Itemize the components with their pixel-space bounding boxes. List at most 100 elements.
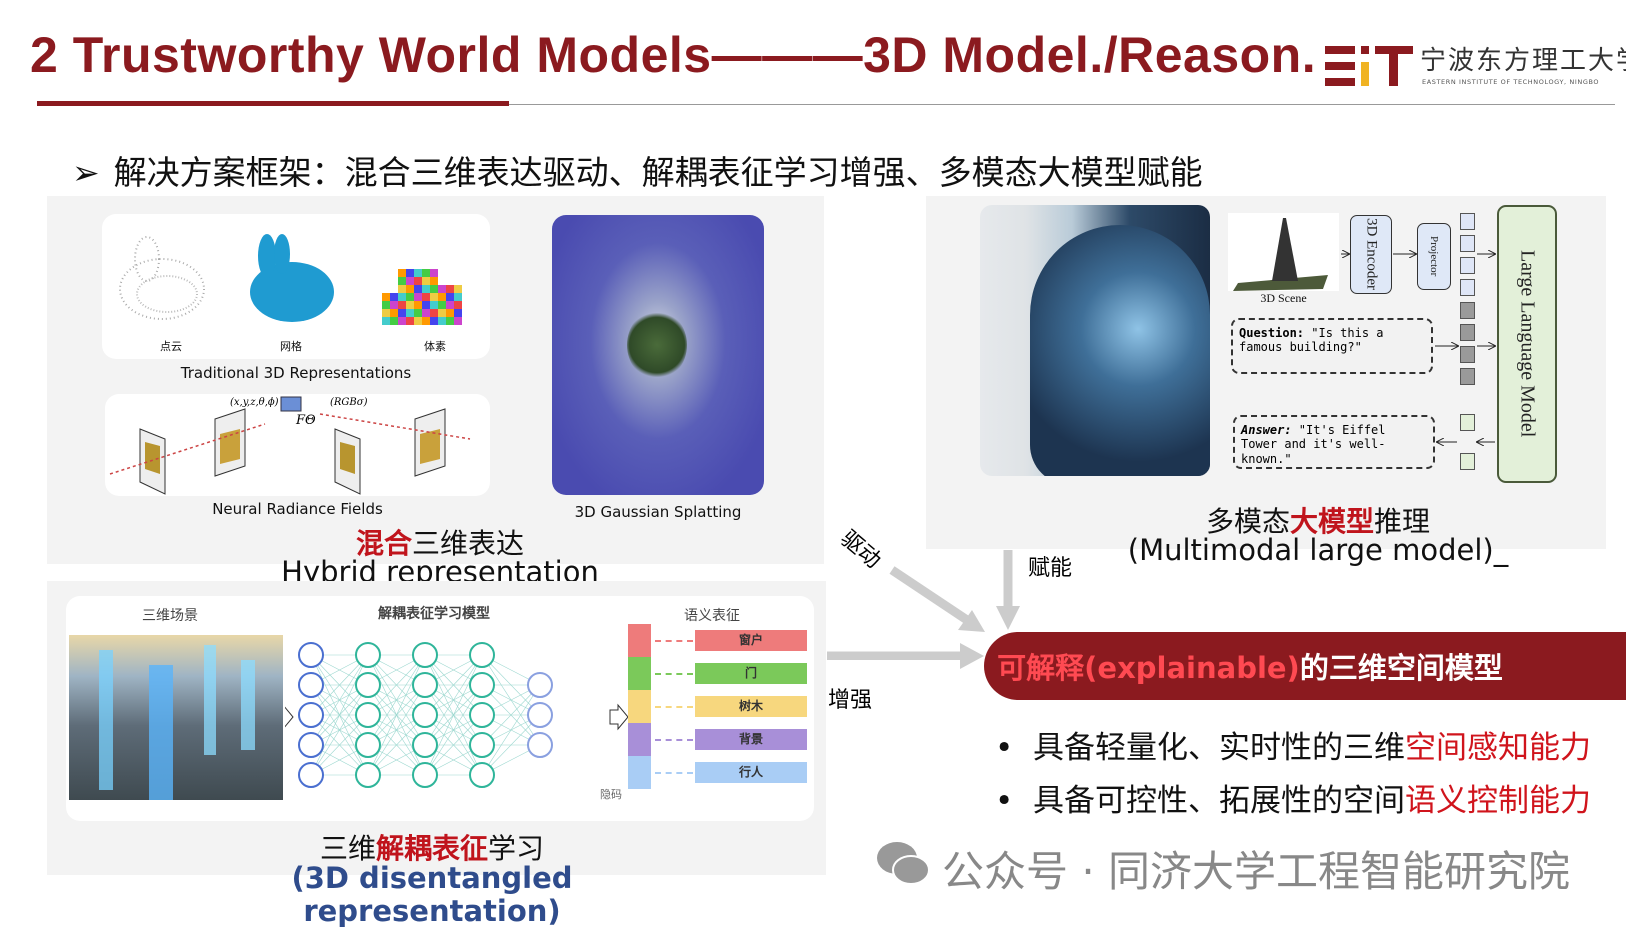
class-connector [655, 739, 693, 741]
voxel [398, 293, 406, 301]
scene-label-cn: 三维场景 [142, 608, 198, 624]
voxel [406, 309, 414, 317]
right-arrow-icon [609, 703, 629, 731]
convergence-arrows [827, 550, 1020, 660]
voxel [446, 317, 454, 325]
nn-node [355, 642, 381, 668]
model-label-cn: 解耦表征学习模型 [378, 606, 490, 622]
traditional-3d-card [102, 214, 490, 359]
hybrid-title-highlight: 混合 [355, 527, 412, 560]
latent-segment [628, 723, 651, 756]
city-scene-image [69, 635, 283, 800]
nn-edge [310, 714, 369, 776]
point-cloud-label: 点云 [160, 340, 182, 353]
voxel [382, 293, 390, 301]
eiffel-scene-image [1228, 213, 1339, 291]
nn-edge [424, 714, 483, 776]
plant-splat [627, 310, 687, 380]
voxel [414, 293, 422, 301]
voxel [454, 301, 462, 309]
question-key: Question: [1239, 326, 1305, 340]
nerf-function-label: FΘ [296, 413, 316, 428]
voxel [414, 309, 422, 317]
nerf-card [105, 394, 490, 496]
nn-node [298, 642, 324, 668]
voxel [422, 293, 430, 301]
nn-node [527, 702, 553, 728]
3d-encoder-box: 3D Encoder [1350, 215, 1392, 294]
nn-node [412, 672, 438, 698]
nerf-input-label: (x,y,z,θ,ϕ) [230, 397, 279, 408]
token-block [1460, 324, 1475, 341]
voxel [390, 301, 398, 309]
empower-label: 赋能 [1028, 556, 1073, 581]
semantic-class-label: 门 [695, 663, 807, 684]
nn-edge [424, 654, 483, 776]
question-box: Question: "Is this a famous building?" [1231, 318, 1433, 374]
logo-english-name: EASTERN INSTITUTE OF TECHNOLOGY, NINGBO [1422, 78, 1600, 86]
voxel [430, 309, 438, 317]
nn-edge [367, 654, 426, 776]
voxel [414, 285, 422, 293]
voxel [422, 277, 430, 285]
voxel [406, 285, 414, 293]
token-block [1460, 453, 1475, 470]
mm-title-pre: 多模态 [1205, 505, 1290, 538]
nn-node [527, 672, 553, 698]
eit-logo [1325, 46, 1413, 86]
nn-edge [310, 684, 369, 776]
right-arrow-icon [285, 706, 294, 728]
voxel [406, 269, 414, 277]
wechat-icon [877, 842, 930, 885]
voxel [422, 301, 430, 309]
nn-node [469, 762, 495, 788]
dis-title-highlight: 解耦表征 [375, 832, 488, 865]
answer-key: Answer: [1241, 423, 1292, 437]
nn-node [412, 762, 438, 788]
voxel [398, 317, 406, 325]
bunny-representations-image [119, 234, 462, 325]
latent-segment [628, 690, 651, 723]
capability-text: 具备轻量化、实时性的三维 [1033, 730, 1405, 766]
explainable-3d-model-banner: 可解释(explainable)的三维空间模型 [984, 632, 1626, 700]
voxel [454, 285, 462, 293]
voxel [406, 317, 414, 325]
nn-node [469, 702, 495, 728]
nn-edge [481, 684, 541, 776]
capability-item: • 具备可控性、拓展性的空间语义控制能力 [995, 783, 1591, 819]
hybrid-title-cn: 混合三维表达 [250, 522, 630, 562]
class-connector [655, 706, 693, 708]
voxel [430, 317, 438, 325]
voxel [382, 309, 390, 317]
enhance-label: 增强 [828, 688, 873, 713]
slide-title: 2 Trustworthy World Models———3D Model./R… [30, 27, 1317, 83]
capability-highlight: 空间感知能力 [1405, 730, 1591, 766]
nerf-output-label: (RGBσ) [330, 397, 368, 408]
token-block [1460, 257, 1475, 274]
nn-node [469, 672, 495, 698]
gaussian-splatting-caption: 3D Gaussian Splatting [574, 503, 742, 521]
voxel [398, 301, 406, 309]
voxel [438, 301, 446, 309]
nn-node [469, 732, 495, 758]
class-connector [655, 673, 693, 675]
voxel [382, 317, 390, 325]
voxel [446, 293, 454, 301]
dis-title-post: 学习 [488, 832, 545, 865]
nn-node [527, 732, 553, 758]
voxel [446, 285, 454, 293]
voxel [414, 277, 422, 285]
banner-highlight: 可解释(explainable) [997, 651, 1300, 685]
voxel [414, 317, 422, 325]
token-block [1460, 235, 1475, 252]
ai-head-image [980, 205, 1210, 476]
latent-code-label: 隐码 [600, 788, 622, 801]
nn-node [469, 642, 495, 668]
gaussian-splatting-image [552, 215, 764, 495]
mm-title-highlight: 大模型 [1289, 505, 1374, 538]
voxel [398, 309, 406, 317]
nn-edge [424, 654, 483, 746]
voxel [446, 309, 454, 317]
nn-edge [481, 684, 541, 746]
mesh-label: 网格 [280, 340, 302, 353]
